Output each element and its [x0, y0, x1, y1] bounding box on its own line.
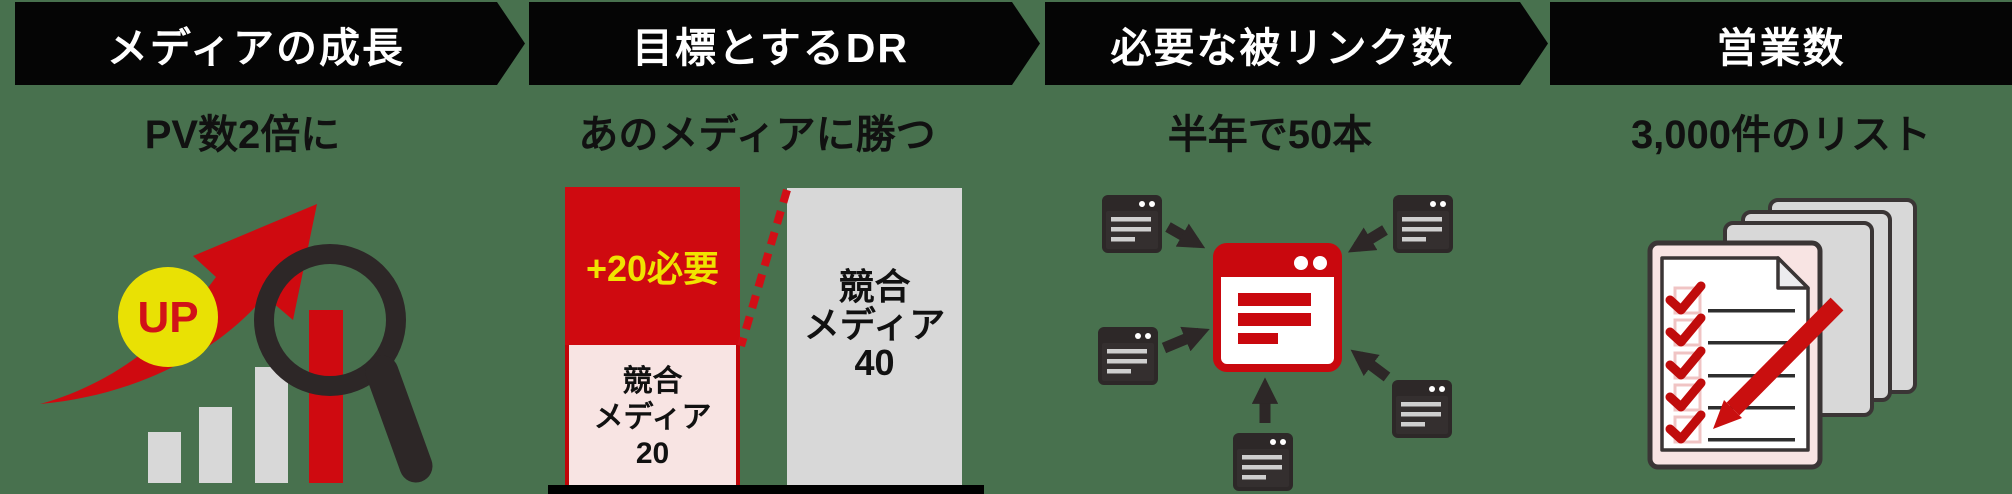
chart-bar: [255, 367, 288, 483]
banner-label: 目標とするDR: [632, 24, 909, 71]
current-segment: 競合 メディア 20: [565, 345, 740, 490]
gap-dashed-line: [737, 188, 791, 348]
bar-label-line: メディア: [803, 304, 946, 345]
banner-label: 必要な被リンク数: [1110, 24, 1455, 71]
link-arrows: [1161, 222, 1391, 423]
sales-list-illustration: [1647, 198, 1917, 470]
bar-label-line: 20: [635, 436, 670, 470]
gap-segment: +20必要: [565, 187, 740, 345]
target-site-icon: [1213, 243, 1342, 372]
bar-label-line: メディア: [593, 400, 712, 434]
growth-arrow-icon: [40, 204, 317, 404]
linking-site-icon: [1233, 433, 1293, 491]
chart-bar: [148, 432, 181, 483]
banner-label: 営業数: [1716, 24, 1846, 71]
linking-site-icon: [1393, 195, 1453, 253]
bar-label-line: 40: [854, 342, 895, 383]
linking-site-icon: [1102, 195, 1162, 253]
linking-site-icon: [1098, 327, 1158, 385]
gap-label: +20必要: [585, 248, 720, 289]
banner-target-dr: 目標とするDR: [529, 2, 1040, 85]
banner-media-growth: メディアの成長: [15, 2, 525, 85]
subtitle-beat-media: あのメディアに勝つ: [578, 113, 936, 157]
banner-label: メディアの成長: [106, 24, 406, 71]
chart-baseline: [548, 485, 984, 494]
chart-bar: [199, 407, 232, 483]
competitor-bar: 競合 メディア 40: [787, 188, 962, 485]
bar-label-line: 競合: [838, 266, 911, 307]
magnifier-icon: [254, 244, 433, 483]
up-badge-label: UP: [137, 293, 198, 342]
subtitle-pv-double: PV数2倍に: [144, 113, 341, 157]
subtitle-3000-list: 3,000件のリスト: [1630, 113, 1932, 157]
pen-icon: [1713, 297, 1844, 429]
checklist-rows: [1665, 281, 1795, 444]
bar-label-line: 競合: [622, 364, 683, 398]
subtitle-50-links: 半年で50本: [1167, 113, 1373, 157]
up-badge-circle: [118, 267, 218, 367]
chart-bar-highlight: [309, 310, 343, 483]
banner-sales-count: 営業数: [1550, 2, 2012, 85]
growth-illustration: UP: [40, 204, 433, 483]
linking-site-icon: [1392, 380, 1452, 438]
backlinks-illustration: [1098, 195, 1453, 491]
banner-backlinks-needed: 必要な被リンク数: [1045, 2, 1548, 85]
